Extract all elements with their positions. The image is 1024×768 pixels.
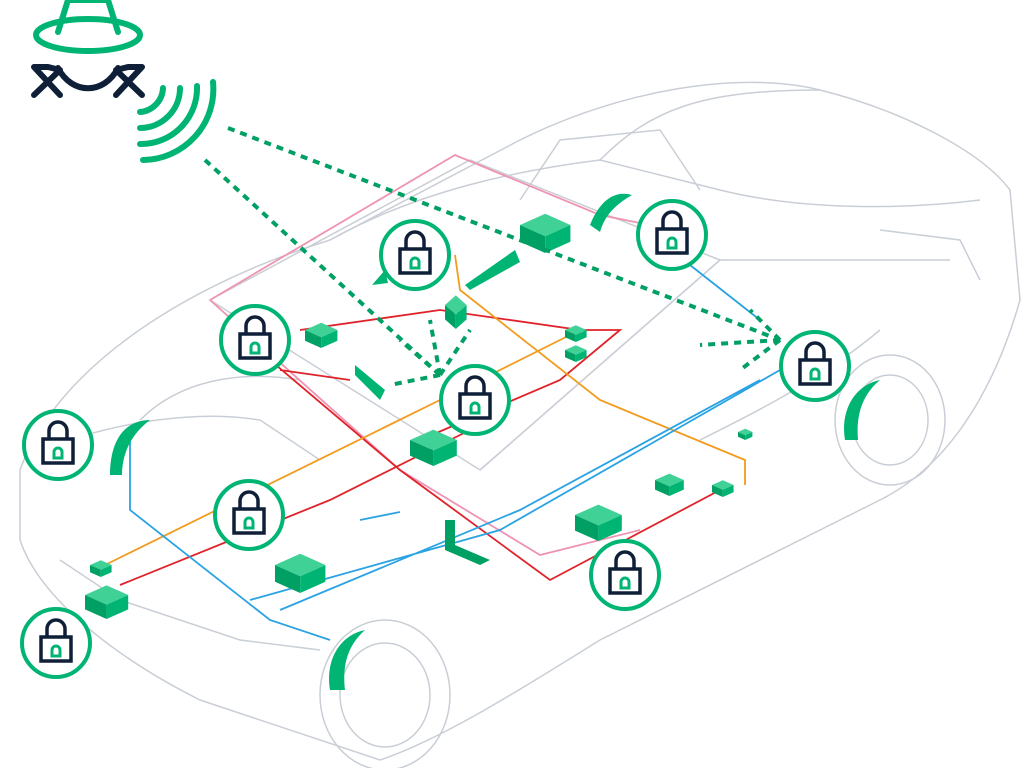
ecu-module-icon	[520, 213, 571, 253]
padlock-icon	[779, 330, 851, 402]
ecu-module-icon	[410, 429, 457, 466]
padlock-icon	[439, 364, 511, 436]
ecu-module-icon	[85, 585, 129, 619]
ecu-module-icon	[655, 473, 684, 496]
ecu-modules	[85, 213, 753, 619]
padlock-icon	[20, 607, 92, 679]
padlock-icon	[589, 539, 661, 611]
padlock-icon	[219, 304, 291, 376]
wheel-sensor-arcs	[110, 193, 880, 690]
padlock-icon	[636, 199, 708, 271]
car-wireframe	[19, 81, 1021, 768]
wireless-signal-icon	[137, 79, 217, 163]
padlock-icon	[213, 479, 285, 551]
hacker-icon	[31, 0, 145, 98]
ecu-module-icon	[305, 322, 338, 348]
padlock-icon	[22, 409, 94, 481]
padlock-icon	[379, 219, 451, 291]
ecu-module-icon	[712, 480, 734, 497]
attack-signal-paths	[203, 126, 782, 387]
ecu-module-icon	[738, 428, 753, 440]
ecu-module-icon	[275, 553, 326, 593]
ecu-module-icon	[445, 295, 467, 329]
